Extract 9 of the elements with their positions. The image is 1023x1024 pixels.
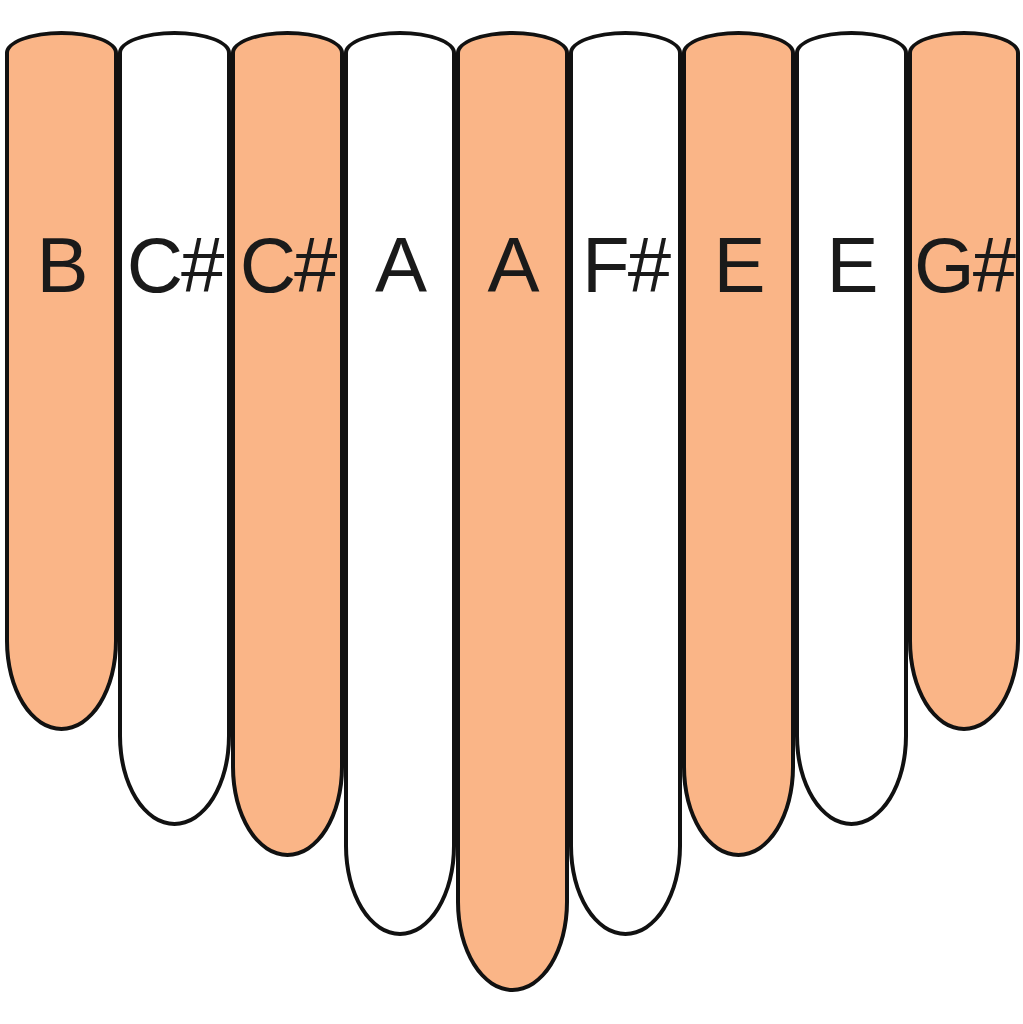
- note-label: A: [487, 226, 538, 304]
- note-label: B: [36, 226, 87, 304]
- note-label: E: [826, 226, 877, 304]
- note-label: C#: [239, 226, 336, 304]
- note-label: C#: [126, 226, 223, 304]
- note-label: F#: [582, 226, 669, 304]
- note-label: G#: [913, 226, 1015, 304]
- note-label: A: [375, 226, 425, 304]
- note-label: E: [713, 226, 764, 304]
